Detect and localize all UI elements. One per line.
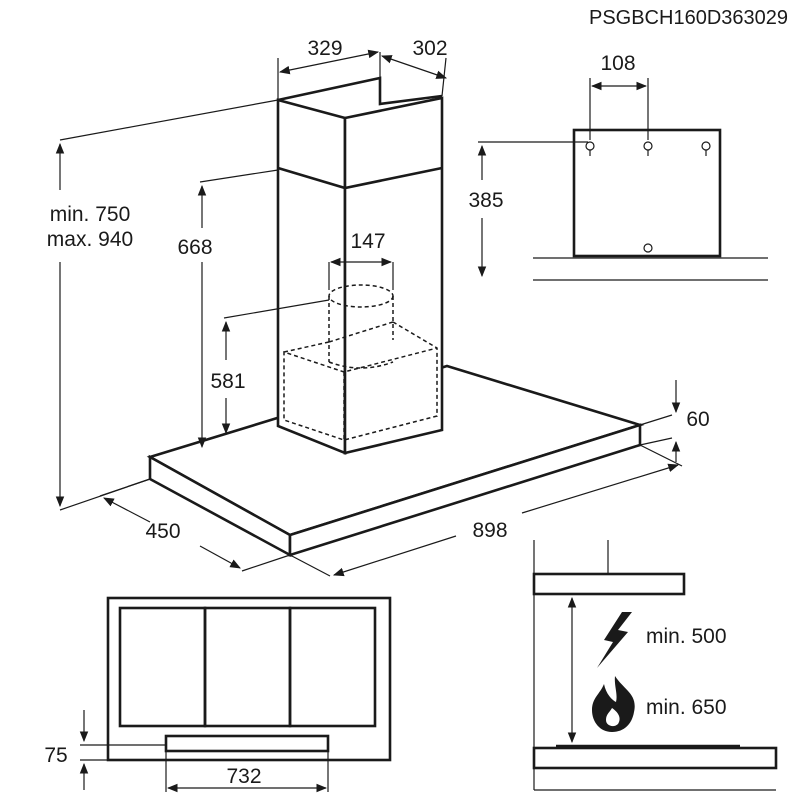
wall-bracket-detail: 108 385: [468, 52, 768, 281]
dim-canopy-width: 898: [472, 519, 507, 542]
chimney-top-edge: [277, 76, 443, 106]
bottom-view: 75 732: [44, 596, 392, 793]
dim-chimney-height: 668: [177, 236, 212, 259]
dim-canopy-depth: 450: [145, 520, 180, 543]
wall-bracket: [572, 128, 722, 258]
fixing-hole: [643, 243, 653, 253]
lightning-bolt-icon: [597, 612, 632, 668]
dim-duct-diameter: 147: [350, 230, 385, 253]
model-code: PSGBCH160D363029: [589, 7, 788, 29]
clearance-electric: min. 500: [646, 625, 727, 648]
dimension-lines: 329 302 min. 750 max. 940 668 147 581 60: [47, 37, 710, 577]
dim-motor-height: 581: [210, 370, 245, 393]
keyhole-slot: [643, 141, 653, 156]
chimney-joint: [277, 166, 443, 190]
keyhole-slot: [701, 141, 711, 156]
control-panel: [164, 734, 330, 753]
grease-filter: [288, 606, 377, 728]
dim-height-min: min. 750: [50, 203, 131, 226]
dim-chimney-depth: 302: [412, 37, 447, 60]
keyhole-slot: [585, 141, 595, 156]
hood-side: [532, 572, 686, 596]
cooktop-counter: [532, 746, 778, 770]
dim-filter-depth: 75: [44, 744, 67, 767]
clearance-gas: min. 650: [646, 696, 727, 719]
dim-filter-width: 732: [226, 765, 261, 788]
dim-canopy-thickness: 60: [686, 408, 709, 431]
dim-chimney-width: 329: [307, 37, 342, 60]
canopy-underside: [106, 596, 392, 762]
cooktop-clearance: min. 500 min. 650: [532, 540, 778, 791]
dim-bracket-spacing: 108: [600, 52, 635, 75]
motor-box: [283, 321, 438, 441]
dim-height-max: max. 940: [47, 228, 133, 251]
flame-icon: [592, 676, 635, 732]
dim-bracket-height: 385: [468, 189, 503, 212]
chimney-front: [276, 98, 347, 455]
duct-body: [328, 296, 394, 362]
hood-drawing: [146, 76, 645, 558]
